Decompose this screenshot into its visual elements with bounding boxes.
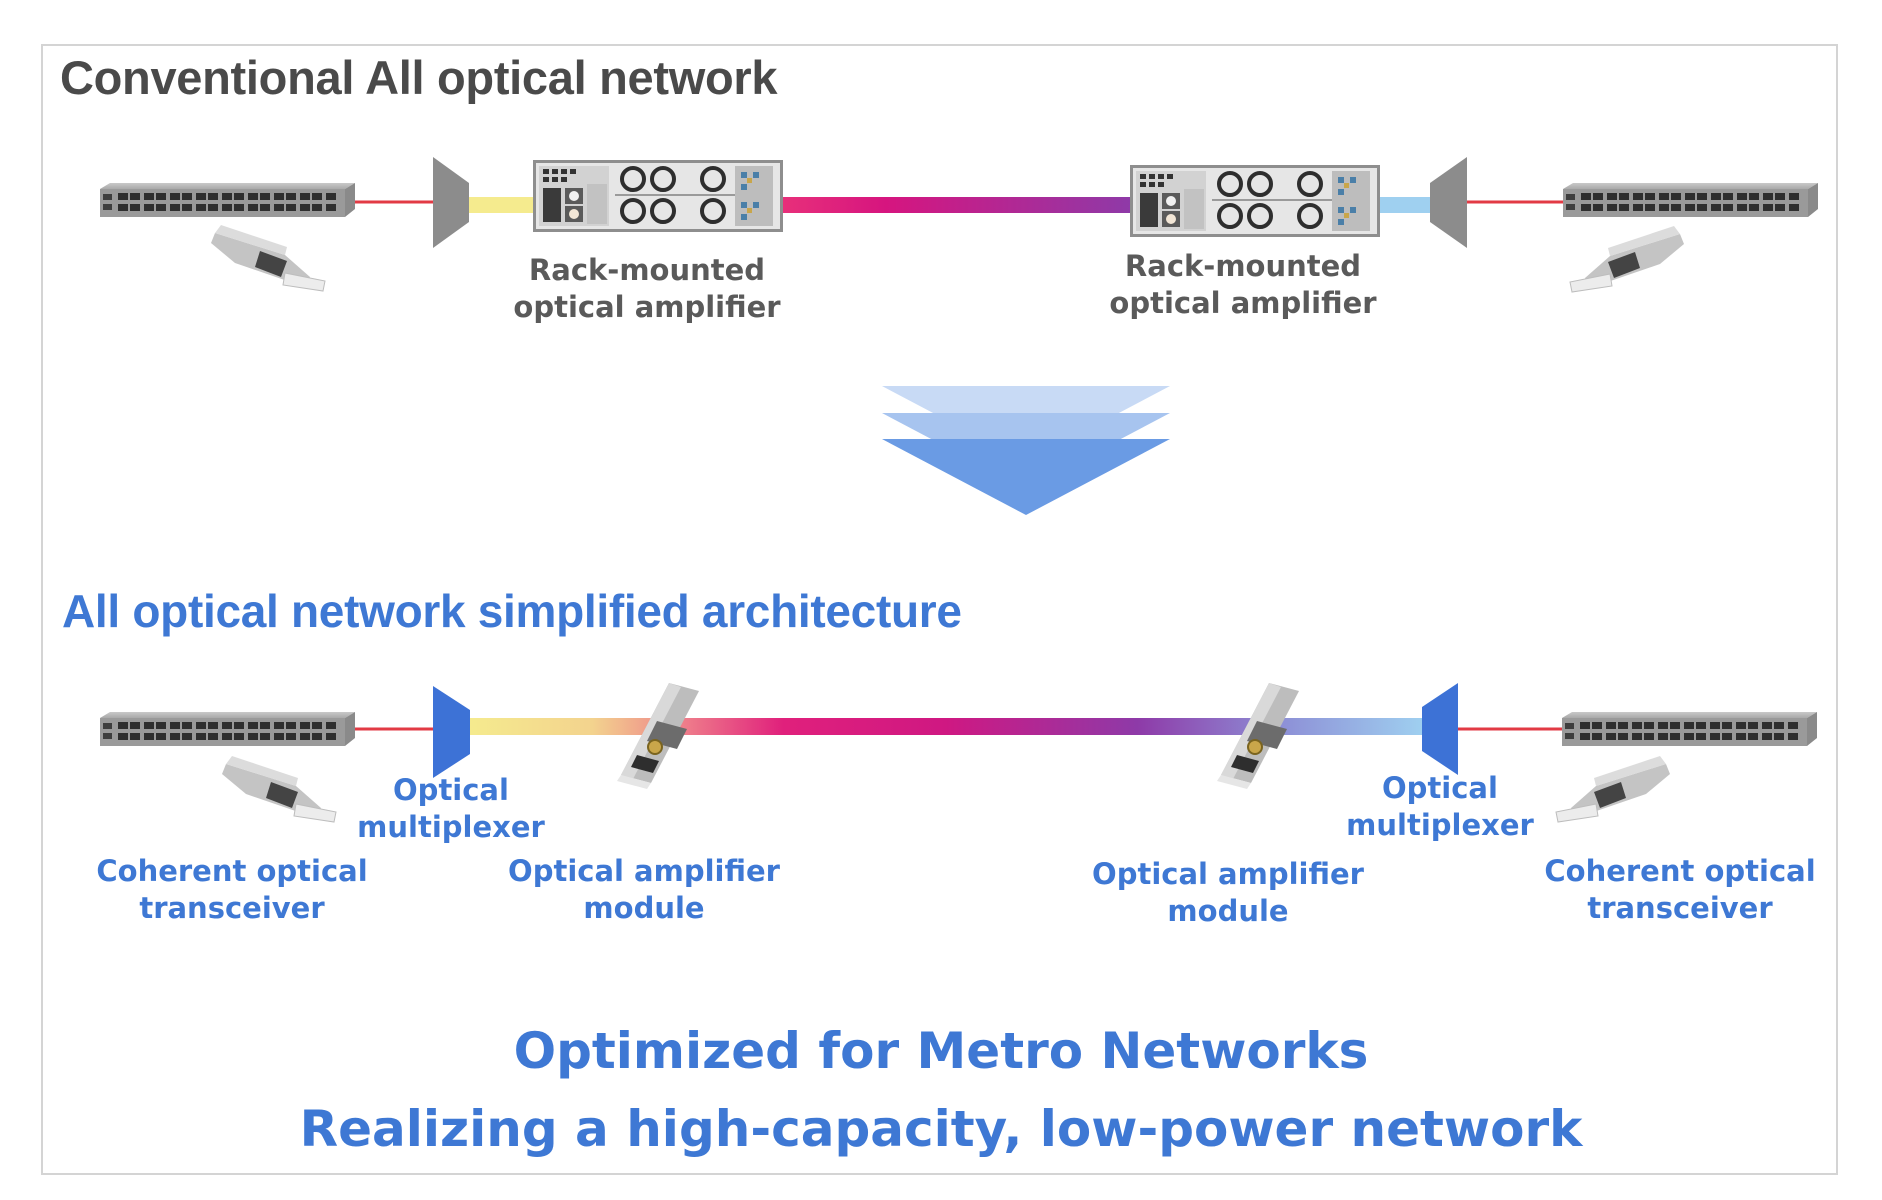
label-line: Coherent optical [1544, 854, 1816, 888]
yellow-beam-top [466, 197, 536, 213]
label-line: Rack-mounted [528, 253, 766, 287]
simplified-section-title: All optical network simplified architect… [62, 585, 962, 637]
label-line: transceiver [1587, 891, 1773, 925]
label-line: multiplexer [1346, 808, 1534, 842]
arrow-layer-3 [882, 439, 1170, 515]
label-line: optical amplifier [513, 290, 781, 324]
simplified-network-row [100, 682, 1817, 823]
left-amp-module-label: Optical amplifier module [494, 853, 794, 927]
left-transceiver-label: Coherent optical transceiver [82, 853, 382, 927]
right-mux-label: Optical multiplexer [1320, 770, 1560, 844]
conventional-network-row [100, 157, 1818, 293]
label-line: module [1167, 894, 1289, 928]
headline-line-1: Optimized for Metro Networks [513, 1022, 1369, 1080]
optical-multiplexer-icon [1422, 683, 1458, 775]
amplifier-module-icon [1216, 682, 1300, 790]
amplified-beam-bottom [468, 718, 1424, 735]
label-line: Optical [393, 773, 509, 807]
network-switch-icon [1563, 183, 1818, 217]
label-line: Optical amplifier [508, 854, 780, 888]
pluggable-transceiver-icon [210, 224, 326, 292]
pluggable-transceiver-icon [221, 755, 337, 823]
down-arrow-icon [882, 386, 1170, 515]
network-switch-icon [100, 183, 355, 217]
optical-multiplexer-icon [433, 157, 469, 248]
rack-amplifier-icon [531, 158, 785, 234]
label-line: multiplexer [357, 810, 545, 844]
amplifier-module-icon [616, 682, 700, 790]
pluggable-transceiver-icon [1569, 225, 1685, 293]
headline-line-2: Realizing a high-capacity, low-power net… [299, 1100, 1583, 1158]
network-switch-icon [100, 712, 355, 746]
slide-frame [41, 44, 1838, 1175]
lightblue-beam-top [1376, 197, 1432, 213]
optical-multiplexer-icon [433, 686, 470, 778]
left-mux-label: Optical multiplexer [331, 772, 571, 846]
amplified-beam-top [780, 197, 1132, 213]
label-line: Rack-mounted [1124, 249, 1362, 283]
right-rack-amplifier-label: Rack-mounted optical amplifier [1093, 248, 1393, 322]
rack-amplifier-icon [1128, 163, 1382, 239]
label-line: module [583, 891, 705, 925]
network-switch-icon [1562, 712, 1817, 746]
label-line: Coherent optical [96, 854, 368, 888]
pluggable-transceiver-icon [1555, 755, 1671, 823]
optical-multiplexer-icon [1430, 157, 1467, 248]
label-line: transceiver [139, 891, 325, 925]
right-transceiver-label: Coherent optical transceiver [1530, 853, 1830, 927]
label-line: Optical [1382, 771, 1498, 805]
label-line: optical amplifier [1109, 286, 1377, 320]
label-line: Optical amplifier [1092, 857, 1364, 891]
right-amp-module-label: Optical amplifier module [1078, 856, 1378, 930]
left-rack-amplifier-label: Rack-mounted optical amplifier [497, 252, 797, 326]
conventional-section-title: Conventional All optical network [60, 51, 778, 104]
